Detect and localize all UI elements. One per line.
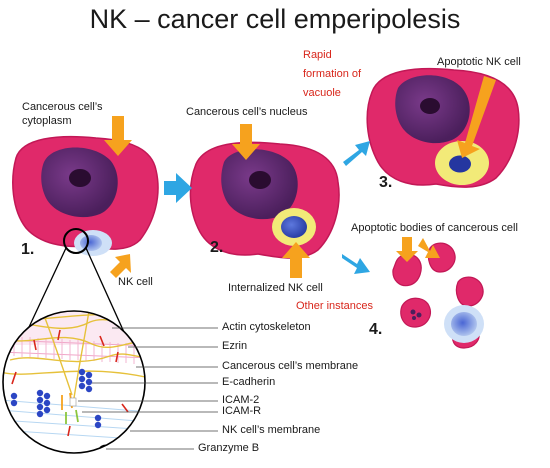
step-number-1: 1. <box>21 241 35 258</box>
label-vacuole-line2: formation of <box>303 68 362 80</box>
step-number-4: 4. <box>369 321 383 338</box>
cancer-cell-2 <box>189 141 340 259</box>
label-other-instances: Other instances <box>296 300 374 312</box>
legend-e-cadherin: E-cadherin <box>222 376 276 388</box>
cancer-cell-1 <box>12 135 159 250</box>
legend-ezrin: Ezrin <box>222 340 248 352</box>
arrow-internalized-nk <box>282 242 310 278</box>
legend-leader-lines <box>78 327 218 450</box>
legend-actin-cytoskeleton: Actin cytoskeleton <box>222 321 311 333</box>
cancer-cell-3 <box>366 67 520 188</box>
free-nk-cell <box>444 305 484 343</box>
step-number-3: 3. <box>379 174 393 191</box>
arrow-apoptotic-body-a <box>396 237 418 262</box>
arrow-nk-cell <box>110 254 131 278</box>
progress-arrow-2-to-3 <box>343 141 370 166</box>
arrow-cytoplasm <box>104 116 132 156</box>
step-number-2: 2. <box>210 239 224 256</box>
arrow-apoptotic-body-b <box>418 238 440 258</box>
arrow-apoptotic-nk <box>457 76 496 158</box>
progress-arrow-1-to-2 <box>164 173 192 203</box>
label-cytoplasm-line1: Cancerous cell’s <box>22 101 103 113</box>
legend-nk-cell-membrane: NK cell’s membrane <box>222 424 321 436</box>
label-vacuole-line1: Rapid <box>303 49 332 61</box>
label-apoptotic-bodies: Apoptotic bodies of cancerous cell <box>351 222 518 234</box>
zoom-source-circle <box>63 228 89 254</box>
arrow-nucleus <box>232 124 260 160</box>
label-cytoplasm-line2: cytoplasm <box>22 115 72 127</box>
progress-arrow-2-to-4 <box>342 254 370 274</box>
legend-granzyme-b: Granzyme B <box>198 442 260 454</box>
label-nucleus: Cancerous cell’s nucleus <box>186 106 308 118</box>
label-internalized-nk: Internalized NK cell <box>228 282 323 294</box>
label-nk-cell: NK cell <box>118 276 153 288</box>
legend-icam-r: ICAM-R <box>222 405 262 417</box>
zoom-detail <box>2 310 146 454</box>
legend-cancerous-cell-membrane: Cancerous cell’s membrane <box>222 360 359 372</box>
label-apoptotic-nk: Apoptotic NK cell <box>437 56 521 68</box>
legend-icam-2: ICAM-2 <box>222 394 260 406</box>
label-vacuole-line3: vacuole <box>303 87 341 99</box>
diagram-title: NK – cancer cell emperipolesis <box>89 4 461 34</box>
apoptotic-body-debris <box>410 309 422 320</box>
